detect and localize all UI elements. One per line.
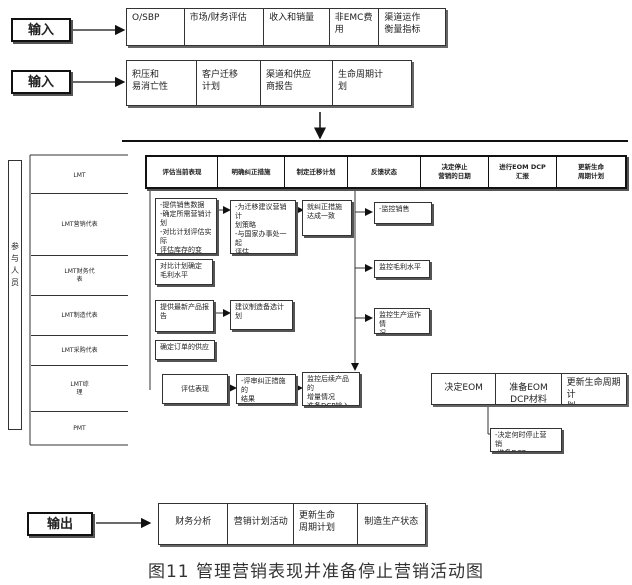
- header-cell: 决定停止 营销的日期: [421, 157, 489, 187]
- input1-item: O/SBP: [127, 9, 185, 45]
- header-cell: 制定迁移计划: [285, 157, 348, 187]
- task-decide-stop-marketing: -决定何时停止营 销 -准备DCP: [490, 428, 562, 452]
- lane-pmt: PMT: [73, 424, 86, 432]
- header-cell: 更新生命 周期计划: [578, 163, 604, 180]
- input1-item: 收入和销量: [264, 9, 330, 45]
- lane-lmt-finance: LMT财务代 表: [31, 256, 128, 296]
- output-item: 更新生命 周期计划: [294, 504, 358, 544]
- task-compare-margin: 对比计划确定 毛利水平: [155, 259, 213, 285]
- task-provide-sales-data: -提供销售数据 -确定所需营销计 划 -对比计划评估实际 评估库存的变: [155, 198, 217, 254]
- header-cell: 评估当前表现: [147, 157, 218, 187]
- activity-header: 评估当前表现 明确纠正措施 制定迁移计划 反馈状态 决定停止 营销的日期 进行E…: [145, 155, 627, 189]
- input1-item: 非EMC费用: [330, 9, 380, 45]
- input1-item: 市场/财务评估: [185, 9, 265, 45]
- task-monitor-sales: -监控销售: [374, 202, 432, 224]
- output-item: 营销计划活动: [228, 504, 294, 544]
- lane-lmt-procurement: LMT采购代表: [31, 336, 128, 366]
- eom-item: 决定EOM: [432, 374, 497, 404]
- input-row-1: O/SBP 市场/财务评估 收入和销量 非EMC费用 渠道运作 衡量指标: [126, 8, 446, 46]
- output-item: 财务分析: [159, 504, 229, 544]
- eom-row: 决定EOM 准备EOM DCP材料 更新生命周期计 划: [431, 373, 627, 405]
- figure-caption: 图11 管理营销表现并准备停止营销活动图: [147, 562, 485, 582]
- task-evaluate-performance: 评估表现: [162, 374, 228, 404]
- task-new-product-report: 提供最新产品报 告: [155, 300, 214, 332]
- input1-item: 渠道运作 衡量指标: [384, 13, 421, 35]
- input2-item: 客户迁移 计划: [197, 61, 261, 105]
- input2-item: 渠道和供应 商报告: [261, 61, 333, 105]
- input2-item: 积压和 易消亡性: [127, 61, 197, 105]
- lane-lmt-manager: LMT综 理: [31, 366, 128, 412]
- task-monitor-followup: 监控后续产品的 增量情况 准备DCP输入: [302, 372, 360, 406]
- task-monitor-margin: 监控毛利水平: [374, 260, 430, 278]
- task-manufacturing-plan: 建议制造备选计 划: [230, 300, 293, 330]
- lane-lmt-marketing: LMT营销代表: [31, 194, 128, 256]
- output-label: 输出: [27, 512, 93, 536]
- header-cell: 进行EOM DCP 汇报: [489, 157, 557, 187]
- lane-lmt: LMT: [31, 158, 128, 194]
- eom-item: 更新生命周期计 划: [566, 378, 621, 404]
- input-row-2: 积压和 易消亡性 客户迁移 计划 渠道和供应 商报告 生命周期计 划: [126, 60, 412, 106]
- input-label-1: 输入: [11, 18, 71, 42]
- header-cell: 反馈状态: [348, 157, 421, 187]
- input2-item: 生命周期计 划: [338, 70, 384, 92]
- input-label-2: 输入: [11, 70, 71, 94]
- header-cell: 明确纠正措施: [218, 157, 285, 187]
- task-review-results: -评审纠正措施的 结果: [236, 374, 296, 404]
- participants-label: 参 与 人 员: [8, 160, 22, 430]
- output-row: 财务分析 营销计划活动 更新生命 周期计划 制造生产状态: [158, 503, 426, 545]
- output-item: 制造生产状态: [364, 517, 419, 527]
- eom-item: 准备EOM DCP材料: [496, 374, 562, 404]
- task-order-supply: 确定订单的供应: [155, 340, 215, 360]
- task-migration-strategy: -为迁移建议营销计 划策略 -与国家办事处一起 评估: [230, 200, 296, 254]
- task-agree-corrective: 就纠正措施 达成一致: [302, 200, 352, 236]
- lane-lmt-manufacturing: LMT制造代表: [31, 296, 128, 336]
- task-monitor-production: 监控生产运作情 况: [374, 308, 430, 334]
